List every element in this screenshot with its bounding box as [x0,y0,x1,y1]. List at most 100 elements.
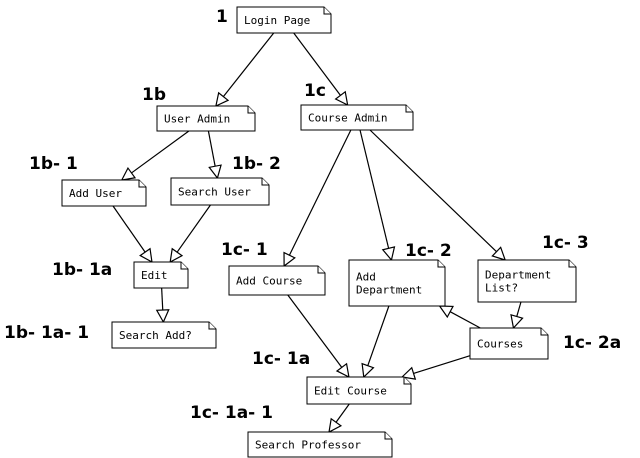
node-box [348,259,446,307]
node-id-label: 1c- 2a [563,333,621,353]
edge-useradmin-to-searchuser [207,130,222,180]
page-fold-icon [317,266,325,274]
node-label: Search User [178,186,251,199]
edge-line [369,129,497,253]
arrowhead-icon [438,305,454,319]
edge-searchuser-to-edit [169,204,211,264]
arrowhead-icon [328,417,343,434]
node-searchadd: Search Add? [111,321,217,349]
node-label: User Admin [164,113,230,126]
node-editcourse: Edit Course [306,376,412,405]
edge-line [516,301,522,317]
page-fold-icon [138,180,146,188]
node-box [477,259,577,303]
page-fold-icon [247,106,255,114]
node-box [170,177,270,206]
edge-line [449,311,481,329]
edge-line [207,130,216,167]
node-id-label: 1 [216,7,228,27]
node-label: List? [485,282,518,295]
node-useradmin: User Admin [156,105,256,132]
page-fold-icon [540,328,548,336]
arrowhead-icon [381,246,396,262]
edge-adddept-to-editcourse [361,305,390,379]
arrowhead-icon [120,166,137,181]
arrowhead-icon [491,246,507,261]
node-box [247,431,393,458]
edge-line [288,129,352,256]
page-fold-icon [261,178,269,186]
edge-line [359,129,390,249]
node-id-label: 1c- 2 [405,241,452,261]
page-fold-icon [208,322,216,330]
node-id-label: 1c- 1a- 1 [190,403,273,423]
node-box [133,261,189,289]
edge-addcourse-to-editcourse [287,294,350,379]
edge-line [176,204,211,253]
edge-courseadmin-to-adddept [359,129,396,262]
node-label: Search Professor [255,439,361,452]
node-edit: Edit [133,261,189,289]
node-id-label: 1b- 2 [232,154,281,174]
edge-login-to-courseadmin [293,32,349,107]
node-id-label: 1c [304,81,326,101]
node-label: Add User [69,187,122,200]
page-fold-icon [323,7,331,15]
node-adduser: Add User [61,179,147,207]
edge-courseadmin-to-addcourse [283,129,352,268]
edge-adduser-to-edit [112,205,153,264]
edge-courses-to-adddept [438,305,481,329]
edge-line [161,287,164,311]
edge-line [367,305,390,366]
node-id-label: 1c- 3 [542,233,589,253]
node-courseadmin: Course Admin [300,104,414,131]
node-label: Add Course [236,275,302,288]
node-id-label: 1b- 1 [29,154,78,174]
node-label: Login Page [244,14,310,27]
node-id-label: 1b- 1a- 1 [4,323,89,343]
page-fold-icon [403,377,411,385]
edge-line [335,403,350,423]
page-fold-icon [437,260,445,268]
edge-line [131,130,190,174]
page-fold-icon [180,262,188,270]
arrowhead-icon [361,362,375,379]
node-label: Department [356,284,422,297]
node-label: Edit Course [314,385,387,398]
node-label: Search Add? [119,329,192,342]
edge-line [222,32,275,97]
page-fold-icon [568,260,576,268]
arrowhead-icon [155,309,170,324]
node-addcourse: Add Course [228,265,326,296]
node-box [156,105,256,132]
edge-edit-to-searchadd [155,287,170,324]
edges-layer [112,32,524,434]
edge-editcourse-to-searchprof [328,403,350,434]
node-courses: Courses [469,327,549,360]
node-id-label: 1b [142,85,166,105]
arrowhead-icon [208,164,222,180]
node-box [228,265,326,296]
node-label: Edit [141,269,168,282]
node-box [469,327,549,360]
edge-line [413,355,471,374]
node-label: Department [485,269,551,282]
node-searchuser: Search User [170,177,270,206]
edge-deptlist-to-courses [510,301,524,330]
edge-line [293,32,341,96]
edge-login-to-useradmin [215,32,275,108]
node-id-label: 1c- 1 [221,240,268,260]
arrowhead-icon [400,366,417,380]
edge-line [287,294,343,368]
node-box [300,104,414,131]
edge-useradmin-to-adduser [120,130,190,181]
arrowhead-icon [139,247,153,264]
node-login: Login Page [236,6,332,34]
node-label: Add [356,271,376,284]
node-searchprof: Search Professor [247,431,393,458]
edge-courseadmin-to-deptlist [369,129,507,261]
arrowhead-icon [169,247,184,264]
